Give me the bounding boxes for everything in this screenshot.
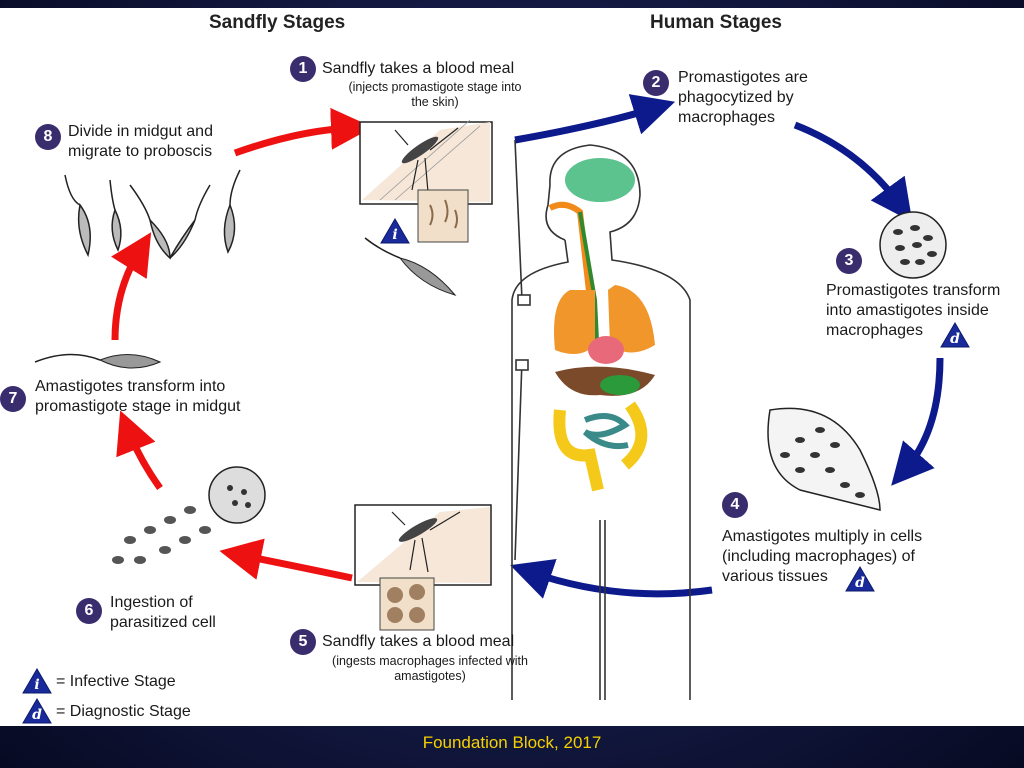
human-stages-title: Human Stages [650,12,782,33]
step-4-label: Amastigotes multiply in cells (including… [722,528,923,585]
diagnostic-stage-marker-4: d [845,566,875,592]
arrow-4-to-5 [510,558,713,599]
arrow-7-to-8 [111,232,152,341]
legend-infective-icon: i [22,668,52,694]
arrow-5-to-6 [219,538,353,582]
arrow-8-to-1 [233,107,373,157]
step-2-number: 2 [643,70,669,96]
macrophage-cell-3 [879,211,947,279]
step-2-label: Promastigotes are phagocytized by macrop… [678,69,808,126]
human-figure [511,139,691,700]
step-1-label: Sandfly takes a blood meal [322,60,515,77]
arrow-3-to-4 [891,357,944,486]
step-7-label: Amastigotes transform into promastigote … [35,378,241,415]
arrow-2-to-3 [793,121,913,222]
footer-text: Foundation Block, 2017 [422,733,602,752]
step-6-label: Ingestion of parasitized cell [110,594,216,631]
parasitized-cells-6 [112,466,266,564]
dividing-promastigotes-8 [64,169,241,260]
step-8-label: Divide in midgut and migrate to probosci… [68,123,213,160]
arrow-1-to-2 [514,94,676,144]
promastigote-7 [34,353,162,369]
diagnostic-stage-marker-3: d [940,322,970,348]
promastigote-1 [364,237,457,296]
step-8-number: 8 [35,124,61,150]
step-3-number: 3 [836,248,862,274]
step-3-label: Promastigotes transform into amastigotes… [826,282,1001,339]
sandfly-biting-image-bottom [354,504,492,631]
step-7-number: 7 [0,386,26,412]
legend-diagnostic-label: = Diagnostic Stage [56,703,191,720]
step-5-sublabel: (ingests macrophages infected with amast… [332,654,528,683]
step-1-number: 1 [290,56,316,82]
step-4-number: 4 [722,492,748,518]
step-1-sublabel: (injects promastigote stage into the ski… [348,80,522,109]
sandfly-stages-title: Sandfly Stages [209,12,346,33]
step-6-number: 6 [76,598,102,624]
human-organs [548,158,655,492]
infected-tissue-cell-4 [767,407,881,511]
sandfly-biting-image-top [359,119,493,243]
step-5-number: 5 [290,629,316,655]
legend-infective-label: = Infective Stage [56,673,176,690]
infective-stage-marker: i [380,218,410,244]
legend-diagnostic-icon: d [22,698,52,724]
step-5-label: Sandfly takes a blood meal [322,633,515,650]
arrow-6-to-7 [116,410,163,491]
